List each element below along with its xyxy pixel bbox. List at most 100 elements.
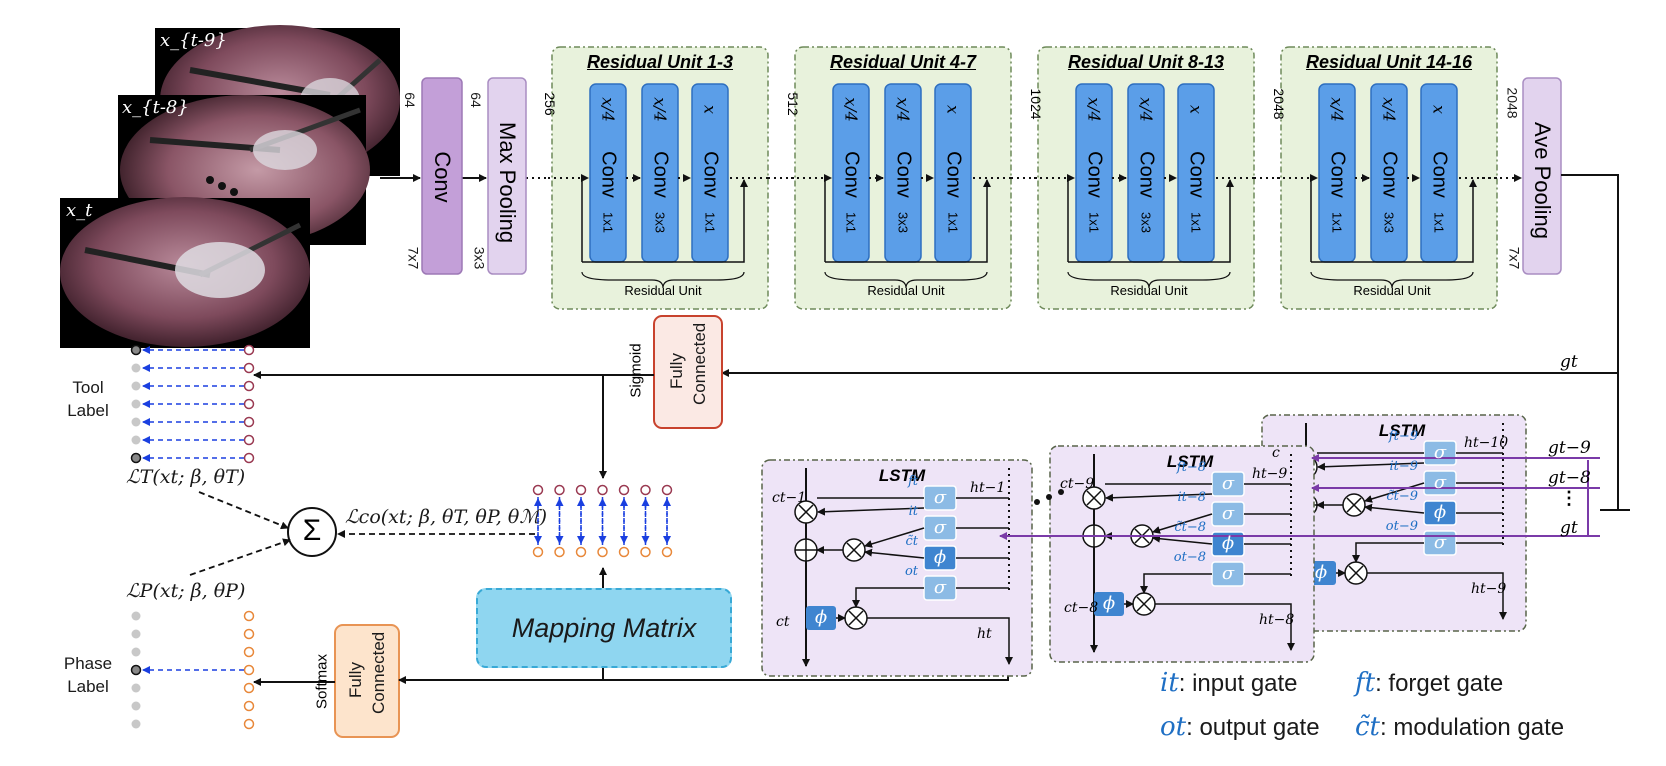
lstm-2-phi-symbol: ϕ: [1102, 593, 1116, 614]
sum-node: [287, 507, 337, 557]
lstm-1-gate-symbol-c: ϕ: [933, 547, 947, 568]
lstm-1-c-out: ct: [776, 614, 790, 630]
tool-pred-dot: [243, 416, 255, 428]
conv-block-top-2-2: x/4: [893, 97, 913, 122]
legend-forget-gate: ft: forget gate: [1355, 668, 1504, 698]
co-tool-dot: [597, 484, 608, 496]
lstm-3-gate-symbol-c: ϕ: [1433, 502, 1447, 523]
lstm-2-gate-symbol-c: ϕ: [1221, 533, 1235, 554]
lstm-2-gate-o: ot−8: [1173, 550, 1206, 565]
lstm-3-h-out: ht−9: [1471, 581, 1507, 597]
maxpool-kernel: 3x3: [471, 246, 488, 270]
phase-gt-dot: [131, 629, 141, 639]
conv-block-kernel-2-2: 3x3: [895, 212, 911, 233]
conv-block-kernel-1-1: 1x1: [600, 212, 616, 233]
maxpool-layer: [487, 77, 527, 275]
residual-unit-channels-4: 2048: [1271, 88, 1287, 120]
fc-tool-activation: Sigmoid: [627, 343, 645, 398]
lstm-2-gate-symbol-f: σ: [1221, 473, 1235, 494]
phase-gt-dot: [131, 701, 141, 711]
legend-output-gate: ot: output gate: [1160, 712, 1320, 742]
conv-block-top-4-3: x: [1429, 104, 1449, 115]
lstm-2-h-out: ht−8: [1259, 612, 1295, 628]
feature-g8: gt−8: [1548, 468, 1591, 488]
lstm-2-title: LSTM: [1166, 452, 1214, 471]
residual-unit-title-4: Residual Unit 14-16: [1305, 52, 1473, 72]
lstm-1-gate-f: ft: [907, 474, 918, 489]
lstm-1-h-prev: ht−1: [970, 480, 1006, 496]
phase-pred-dot: [243, 628, 255, 640]
residual-unit-title-2: Residual Unit 4-7: [829, 52, 977, 72]
tool-gt-dot: [130, 344, 142, 356]
maxpool-label: Max Pooling: [495, 122, 520, 244]
conv-block-kernel-3-1: 1x1: [1086, 212, 1102, 233]
co-phase-dot: [618, 546, 630, 558]
sum-symbol: Σ: [302, 514, 322, 547]
lstm-3-gate-symbol-o: σ: [1433, 532, 1447, 553]
lstm-1-h-out: ht: [977, 626, 992, 642]
avepool-kernel: 7x7: [1506, 246, 1523, 270]
lstm-3-gate-o: ot−9: [1385, 519, 1418, 534]
lstm-3-gate-f: ft−9: [1388, 429, 1418, 444]
tool-gt-dot: [131, 435, 141, 445]
lstm-1-phi-symbol: ϕ: [814, 607, 828, 628]
residual-unit-title-3: Residual Unit 8-13: [1067, 52, 1225, 72]
residual-unit-sublabel-3: Residual Unit: [1110, 283, 1188, 298]
conv-block-top-1-3: x: [700, 104, 720, 115]
co-phase-dot: [532, 546, 544, 558]
conv-layer: [421, 77, 463, 275]
conv-block-top-1-1: x/4: [598, 97, 618, 122]
tool-gt-dot: [131, 381, 141, 391]
residual-unit-channels-2: 512: [785, 92, 801, 116]
tool-pred-dot: [243, 398, 255, 410]
lstm-2-c-out: ct−8: [1064, 600, 1099, 616]
lstm-1-gate-symbol-f: σ: [933, 487, 947, 508]
co-tool-dot: [640, 484, 651, 496]
phase-pred-dot: [243, 646, 255, 658]
feature-g9: gt−9: [1548, 438, 1591, 458]
feature-g-lower: gt: [1560, 518, 1578, 538]
lstm-2-gate-c: c̃t−8: [1174, 520, 1206, 535]
phase-gt-dot: [131, 719, 141, 729]
lstm-1-gate-c: c̃t: [905, 534, 918, 549]
conv-label: Conv: [430, 151, 455, 203]
lstm-2-h-prev: ht−9: [1252, 466, 1288, 482]
lstm-1-c-prev: ct−1: [772, 490, 807, 506]
legend-input-gate: it: input gate: [1160, 668, 1298, 698]
frame-label-t-8: x_{t-8}: [122, 97, 189, 118]
conv-block-kernel-3-2: 3x3: [1138, 212, 1154, 233]
tool-pred-dot: [243, 434, 255, 446]
phase-pred-dot: [243, 700, 255, 712]
tool-gt-dot: [130, 452, 142, 464]
conv-block-top-3-2: x/4: [1136, 97, 1156, 122]
tool-pred-dot: [243, 452, 255, 464]
lstm-3-h-prev: ht−10: [1464, 435, 1509, 451]
lstm-2-c-prev: ct−9: [1060, 476, 1095, 492]
residual-unit-channels-1: 256: [542, 92, 558, 116]
conv-block-top-3-1: x/4: [1084, 97, 1104, 122]
conv-channels: 64: [401, 92, 418, 108]
conv-block-top-4-2: x/4: [1379, 97, 1399, 122]
conv-block-top-2-3: x: [943, 104, 963, 115]
conv-block-kernel-3-3: 1x1: [1188, 212, 1204, 233]
phase-gt-dot: [131, 647, 141, 657]
phase-gt-dot: [131, 683, 141, 693]
lstm-3-c-prev: c: [1272, 445, 1280, 461]
lstm-1-gate-i: it: [908, 504, 918, 519]
tool-pred-dot: [243, 344, 255, 356]
feature-g: gt: [1560, 352, 1578, 372]
fc-tool-layer: [653, 315, 723, 429]
lstm-3-gate-c: c̃t−9: [1386, 489, 1418, 504]
mapping-matrix: Mapping Matrix: [476, 588, 732, 668]
phase-pred-dot: [243, 718, 255, 730]
lstm-3-title: LSTM: [1378, 421, 1426, 440]
lstm-3-gate-i: it−9: [1389, 459, 1418, 474]
conv-block-kernel-2-3: 1x1: [945, 212, 961, 233]
phase-pred-dot: [243, 610, 255, 622]
co-phase-dot: [597, 546, 608, 558]
residual-unit-sublabel-4: Residual Unit: [1353, 283, 1431, 298]
